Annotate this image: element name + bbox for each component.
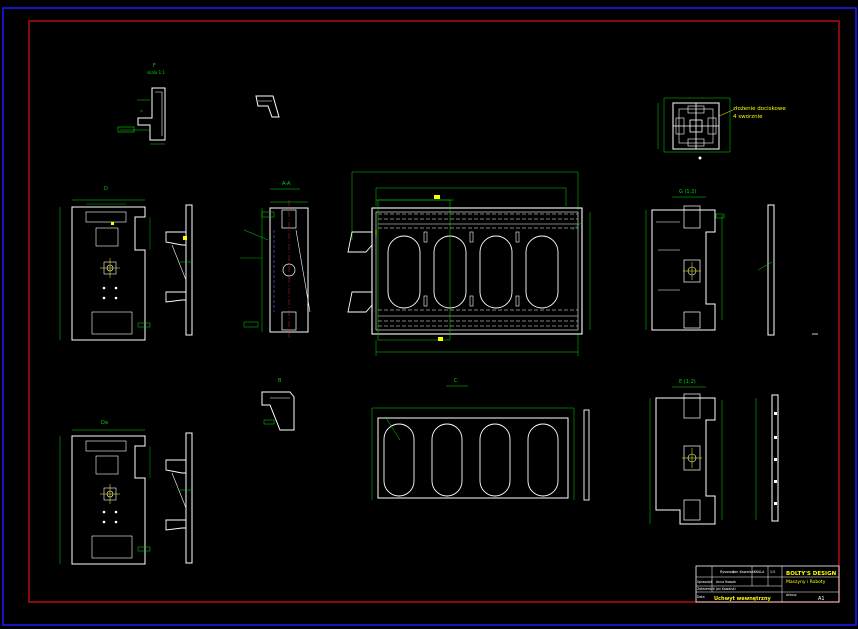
detail-f-label: F	[153, 63, 156, 69]
detail-d-side-view	[165, 204, 193, 336]
detail-da-view: Da	[59, 420, 151, 565]
svg-text:5: 5	[140, 110, 144, 112]
tb-sheet-value: A1	[818, 596, 825, 602]
tb-date-label: Data	[697, 595, 705, 599]
weld-note-line2: 4 sworznie	[733, 114, 763, 120]
section-c-view: C	[371, 378, 590, 501]
outer-frame	[2, 7, 857, 626]
title-block: Rysował Jan Kowalski Sprawdził Anna Nowa…	[695, 565, 840, 603]
weld-note-line1: złożenie dociskowe	[733, 106, 786, 112]
tb-company-line1: BOLTY'S DESIGN	[786, 571, 837, 577]
tb-sheet-label: Arkusz	[786, 593, 797, 597]
tb-scale-value: 1:5	[770, 570, 775, 574]
weld-detail-view: złożenie dociskowe 4 sworznie	[657, 97, 786, 160]
bracket-small-view	[255, 95, 280, 118]
inner-frame	[28, 20, 840, 603]
section-b-label: B	[278, 378, 282, 384]
detail-f-scale: skala 1:1	[147, 70, 166, 75]
main-front-view	[347, 171, 591, 356]
tb-company-line2: Maszyny i Roboty	[786, 579, 826, 585]
tb-checked-label: Sprawdził	[697, 580, 712, 584]
tb-drawn-label: Rysował	[720, 570, 734, 574]
tb-approved-value: Jan Kowalski	[715, 587, 736, 591]
tb-drawn-value: Jan Kowalski	[732, 570, 755, 574]
section-aa-label: A-A	[282, 181, 291, 187]
section-b-view: B	[261, 378, 295, 431]
tb-scale-label: SKALA	[754, 570, 765, 574]
section-g-label: G (1:2)	[679, 189, 696, 195]
detail-f-view: F skala 1:1 5	[117, 63, 166, 145]
section-g-view: G (1:2)	[645, 189, 818, 336]
tb-checked-value: Anna Nowak	[716, 580, 736, 584]
section-e-label: E (1:2)	[679, 379, 696, 385]
section-aa-view: A-A	[240, 181, 311, 340]
tb-drawing-title: Uchwyt wewnętrzny	[714, 596, 771, 602]
detail-da-label: Da	[101, 420, 108, 426]
section-c-label: C	[454, 378, 458, 384]
section-e-view: E (1:2)	[649, 379, 779, 525]
detail-da-side-view	[165, 432, 193, 564]
tb-approved-label: Zatwierdził	[697, 587, 715, 591]
detail-d-view: D	[59, 186, 151, 341]
detail-d-label: D	[104, 186, 108, 192]
